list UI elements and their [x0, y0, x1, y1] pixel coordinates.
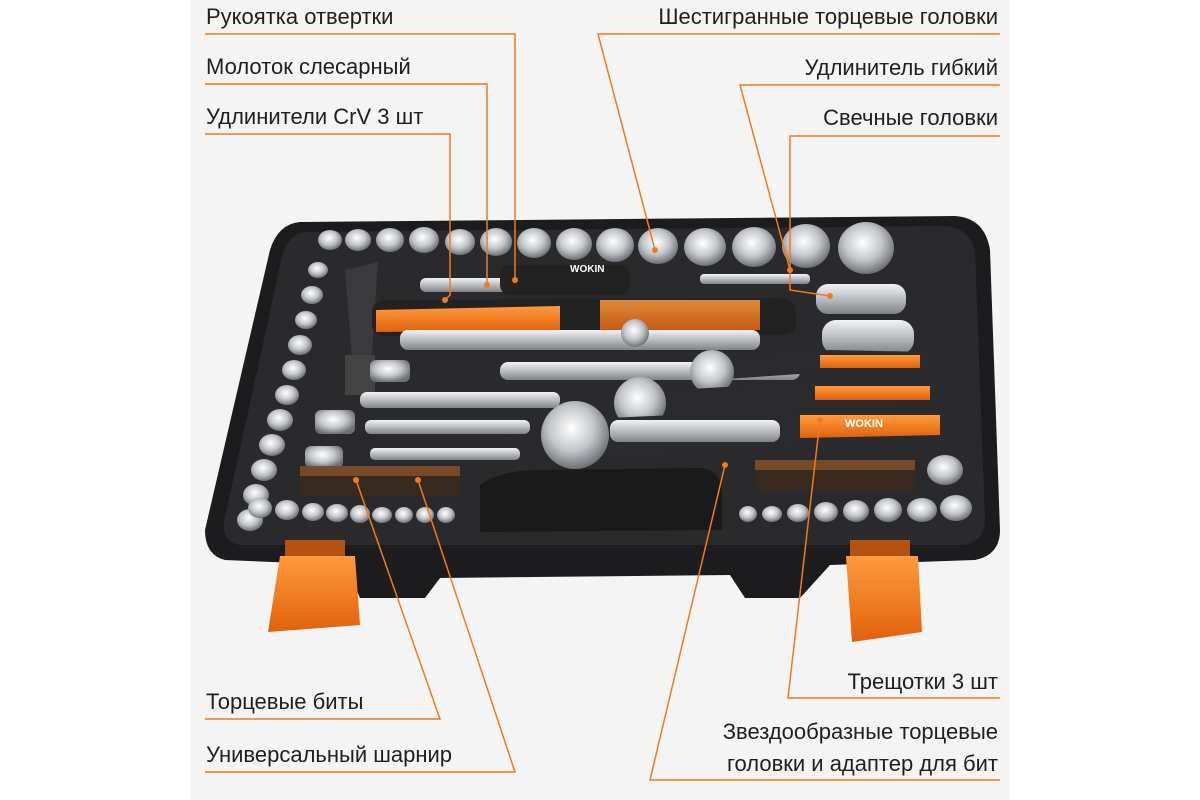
- label-bits: Торцевые биты: [206, 689, 364, 714]
- label-screwdriver-handle: Рукоятка отвертки: [206, 4, 394, 29]
- label-torx-line1: Звездообразные торцевые: [722, 719, 998, 744]
- hex-socket-row: [318, 222, 894, 274]
- case-latch-right: [846, 540, 922, 642]
- case-latch-left: [268, 540, 360, 632]
- brand-mark-handle: WOKIN: [570, 264, 604, 275]
- extension-bars: [305, 319, 800, 468]
- label-hex-sockets: Шестигранные торцевые головки: [658, 4, 998, 29]
- ratchets: [541, 350, 945, 469]
- bits-left: [300, 466, 460, 496]
- label-ratchets: Трещотки 3 шт: [847, 669, 998, 694]
- bottom-socket-row: [248, 455, 972, 523]
- label-torx-line2: головки и адаптер для бит: [726, 751, 998, 776]
- label-extensions: Удлинители CrV 3 шт: [206, 104, 424, 129]
- small-socket-column: [237, 262, 328, 531]
- bits-right: [755, 460, 915, 490]
- label-flex-extension: Удлинитель гибкий: [804, 55, 998, 80]
- spark-plug-sockets: [700, 274, 914, 354]
- leader-lines: [205, 33, 1000, 781]
- label-universal-joint: Универсальный шарнир: [206, 742, 453, 767]
- label-hammer: Молоток слесарный: [206, 54, 411, 79]
- brand-mark-ratchet: WOKIN: [845, 418, 883, 430]
- label-spark-plug-sockets: Свечные головки: [823, 105, 998, 130]
- leader-end-dots: [353, 247, 833, 483]
- sliding-t-handle: [372, 298, 796, 336]
- screwdriver-handle: [420, 265, 630, 295]
